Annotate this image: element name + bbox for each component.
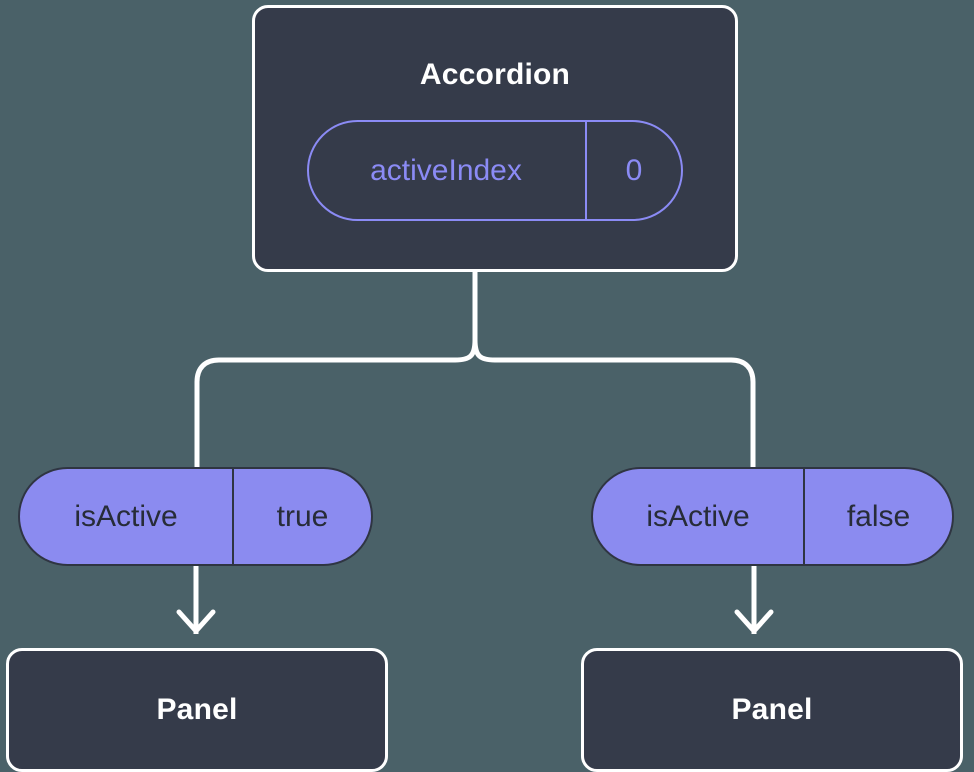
right-prop-value: false	[803, 469, 952, 564]
connector-branch-left	[194, 339, 478, 467]
panel-title-left: Panel	[156, 693, 238, 726]
arrow-head-left-icon	[176, 609, 216, 634]
arrow-head-right-icon	[734, 609, 774, 634]
accordion-title: Accordion	[419, 58, 571, 91]
right-prop-pill: isActive false	[591, 467, 954, 566]
left-prop-pill: isActive true	[18, 467, 373, 566]
panel-component-node-right[interactable]: Panel	[581, 648, 963, 772]
accordion-state-key: activeIndex	[370, 153, 522, 187]
panel-component-node-left[interactable]: Panel	[6, 648, 388, 772]
connector-branch-right	[472, 339, 756, 467]
accordion-state-pill: activeIndex 0	[307, 120, 683, 221]
left-prop-key: isActive	[74, 499, 178, 533]
accordion-state-value: 0	[585, 122, 681, 219]
panel-title-right: Panel	[731, 693, 813, 726]
left-prop-value: true	[232, 469, 371, 564]
right-prop-key: isActive	[646, 499, 750, 533]
